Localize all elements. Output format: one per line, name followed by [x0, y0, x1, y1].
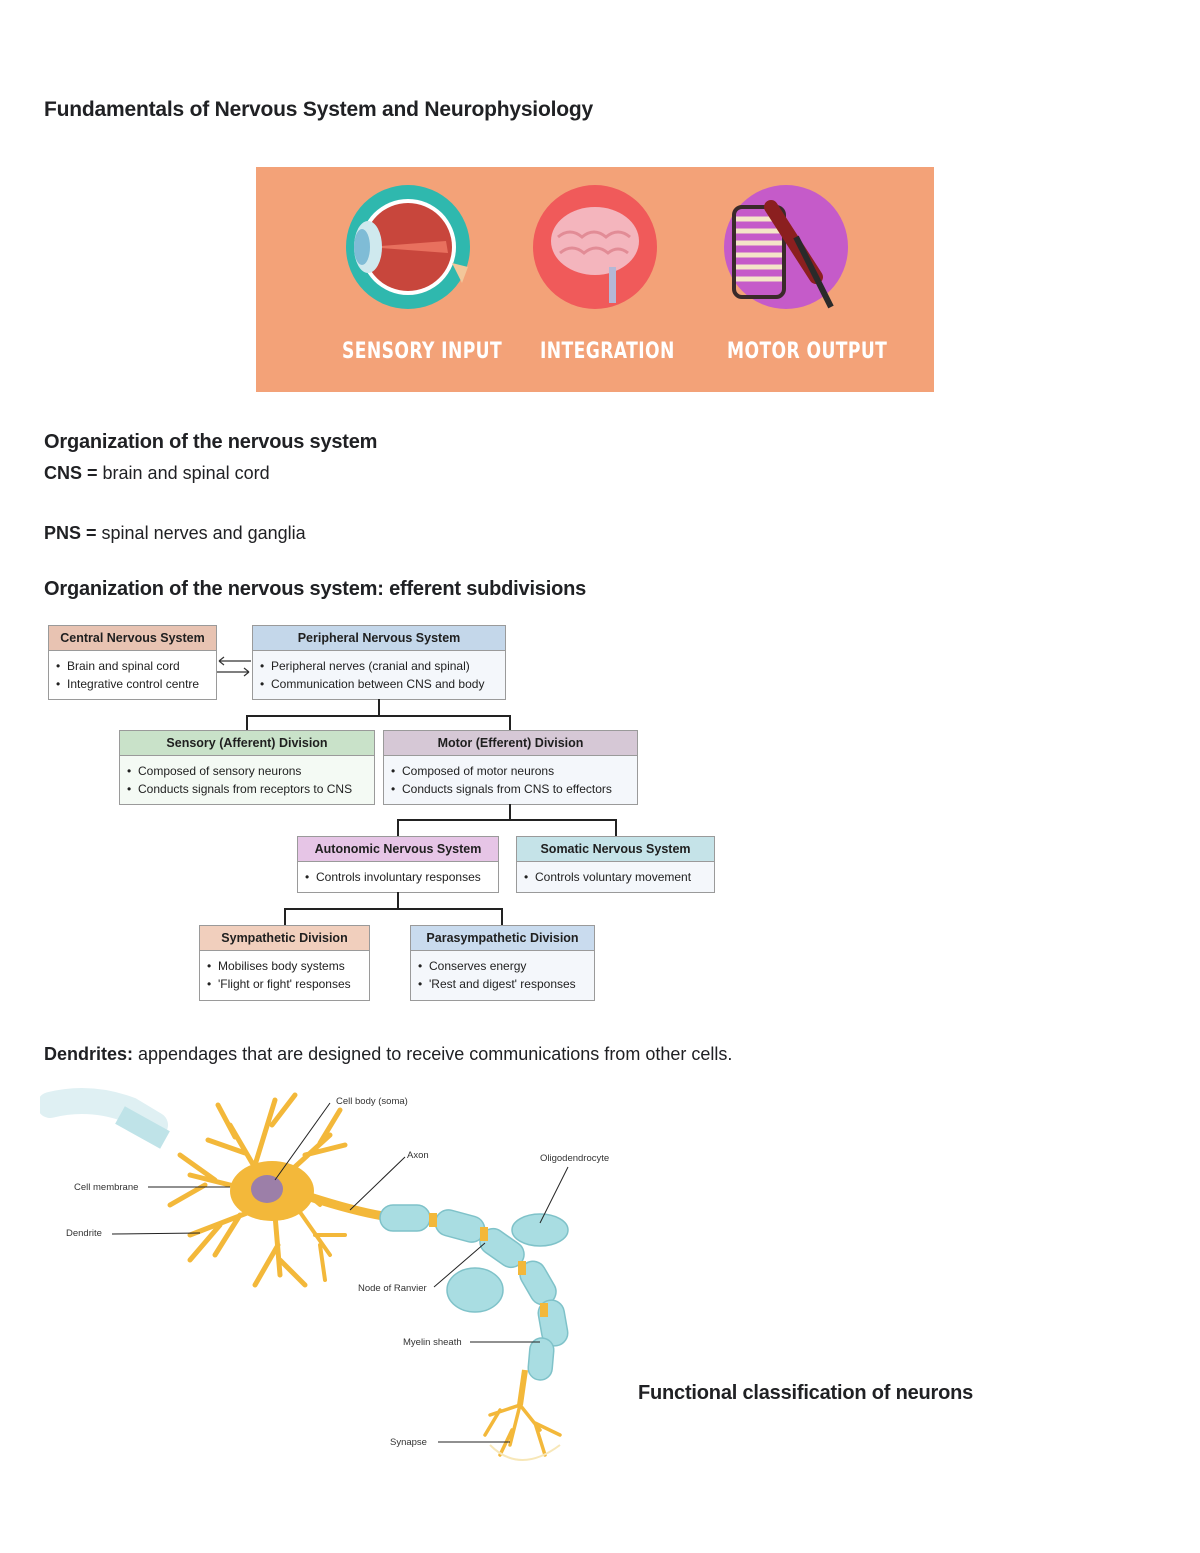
somatic-title: Somatic Nervous System — [517, 837, 714, 862]
label-dendrite: Dendrite — [66, 1228, 102, 1239]
label-cell-body: Cell body (soma) — [336, 1096, 408, 1107]
sensory-division-box: Sensory (Afferent) Division Composed of … — [119, 730, 375, 805]
motor-item: Conducts signals from CNS to effectors — [391, 780, 637, 798]
label-oligodendrocyte: Oligodendrocyte — [540, 1153, 610, 1164]
brain-icon — [533, 185, 657, 309]
page-title: Fundamentals of Nervous System and Neuro… — [44, 98, 593, 121]
connector — [509, 804, 511, 820]
pns-box-title: Peripheral Nervous System — [253, 626, 505, 651]
connector — [501, 908, 503, 925]
pns-item: Peripheral nerves (cranial and spinal) — [260, 657, 505, 675]
autonomic-box: Autonomic Nervous System Controls involu… — [297, 836, 499, 893]
pns-definition: PNS = spinal nerves and ganglia — [44, 523, 306, 544]
pns-label: PNS = — [44, 523, 97, 543]
pns-box: Peripheral Nervous System Peripheral ner… — [252, 625, 506, 700]
pns-text: spinal nerves and ganglia — [96, 523, 306, 543]
dendrites-text: appendages that are designed to receive … — [133, 1044, 733, 1064]
label-axon: Axon — [407, 1150, 429, 1161]
eye-icon — [346, 185, 470, 309]
sympathetic-item: 'Flight or fight' responses — [207, 975, 369, 993]
cns-item: Integrative control centre — [56, 675, 216, 693]
banner-label-sensory-input: SENSORY INPUT — [342, 339, 503, 364]
motor-division-title: Motor (Efferent) Division — [384, 731, 637, 756]
parasympathetic-title: Parasympathetic Division — [411, 926, 594, 951]
parasympathetic-box: Parasympathetic Division Conserves energ… — [410, 925, 595, 1001]
motor-division-box: Motor (Efferent) Division Composed of mo… — [383, 730, 638, 805]
connector — [284, 908, 286, 925]
section-heading-efferent: Organization of the nervous system: effe… — [44, 578, 587, 600]
bidirectional-arrow-icon — [217, 656, 251, 677]
sensory-item: Conducts signals from receptors to CNS — [127, 780, 374, 798]
connector — [246, 715, 248, 731]
connector — [509, 715, 511, 731]
banner-label-motor-output: MOTOR OUTPUT — [727, 339, 888, 364]
banner-label-integration: INTEGRATION — [540, 339, 675, 364]
cns-definition: CNS = brain and spinal cord — [44, 463, 270, 484]
muscle-skeleton-icon — [724, 185, 848, 309]
banner-illustration — [346, 185, 848, 309]
sensory-division-title: Sensory (Afferent) Division — [120, 731, 374, 756]
sympathetic-item: Mobilises body systems — [207, 957, 369, 975]
cns-box: Central Nervous System Brain and spinal … — [48, 625, 217, 700]
cns-label: CNS = — [44, 463, 98, 483]
cns-box-title: Central Nervous System — [49, 626, 216, 651]
sympathetic-box: Sympathetic Division Mobilises body syst… — [199, 925, 370, 1001]
connector — [246, 715, 511, 717]
somatic-item: Controls voluntary movement — [524, 868, 714, 886]
connector — [397, 819, 617, 821]
dendrites-definition: Dendrites: appendages that are designed … — [44, 1044, 732, 1065]
section-heading-functional-classification: Functional classification of neurons — [638, 1382, 974, 1404]
autonomic-title: Autonomic Nervous System — [298, 837, 498, 862]
connector — [615, 819, 617, 837]
neuron-diagram — [40, 1088, 569, 1461]
autonomic-item: Controls involuntary responses — [305, 868, 498, 886]
connector — [284, 908, 503, 910]
sensory-integration-motor-banner: SENSORY INPUT INTEGRATION MOTOR OUTPUT — [256, 167, 934, 392]
sensory-item: Composed of sensory neurons — [127, 762, 374, 780]
section-heading-organization: Organization of the nervous system — [44, 431, 378, 453]
label-synapse: Synapse — [390, 1437, 427, 1448]
pns-item: Communication between CNS and body — [260, 675, 505, 693]
motor-item: Composed of motor neurons — [391, 762, 637, 780]
cns-item: Brain and spinal cord — [56, 657, 216, 675]
parasympathetic-item: 'Rest and digest' responses — [418, 975, 594, 993]
label-myelin-sheath: Myelin sheath — [403, 1337, 462, 1348]
parasympathetic-item: Conserves energy — [418, 957, 594, 975]
connector — [378, 699, 380, 716]
dendrites-label: Dendrites: — [44, 1044, 134, 1064]
connector — [397, 819, 399, 837]
somatic-box: Somatic Nervous System Controls voluntar… — [516, 836, 715, 893]
sympathetic-title: Sympathetic Division — [200, 926, 369, 951]
label-node-of-ranvier: Node of Ranvier — [358, 1283, 427, 1294]
connector — [397, 892, 399, 909]
label-cell-membrane: Cell membrane — [74, 1182, 139, 1193]
cns-text: brain and spinal cord — [97, 463, 270, 483]
